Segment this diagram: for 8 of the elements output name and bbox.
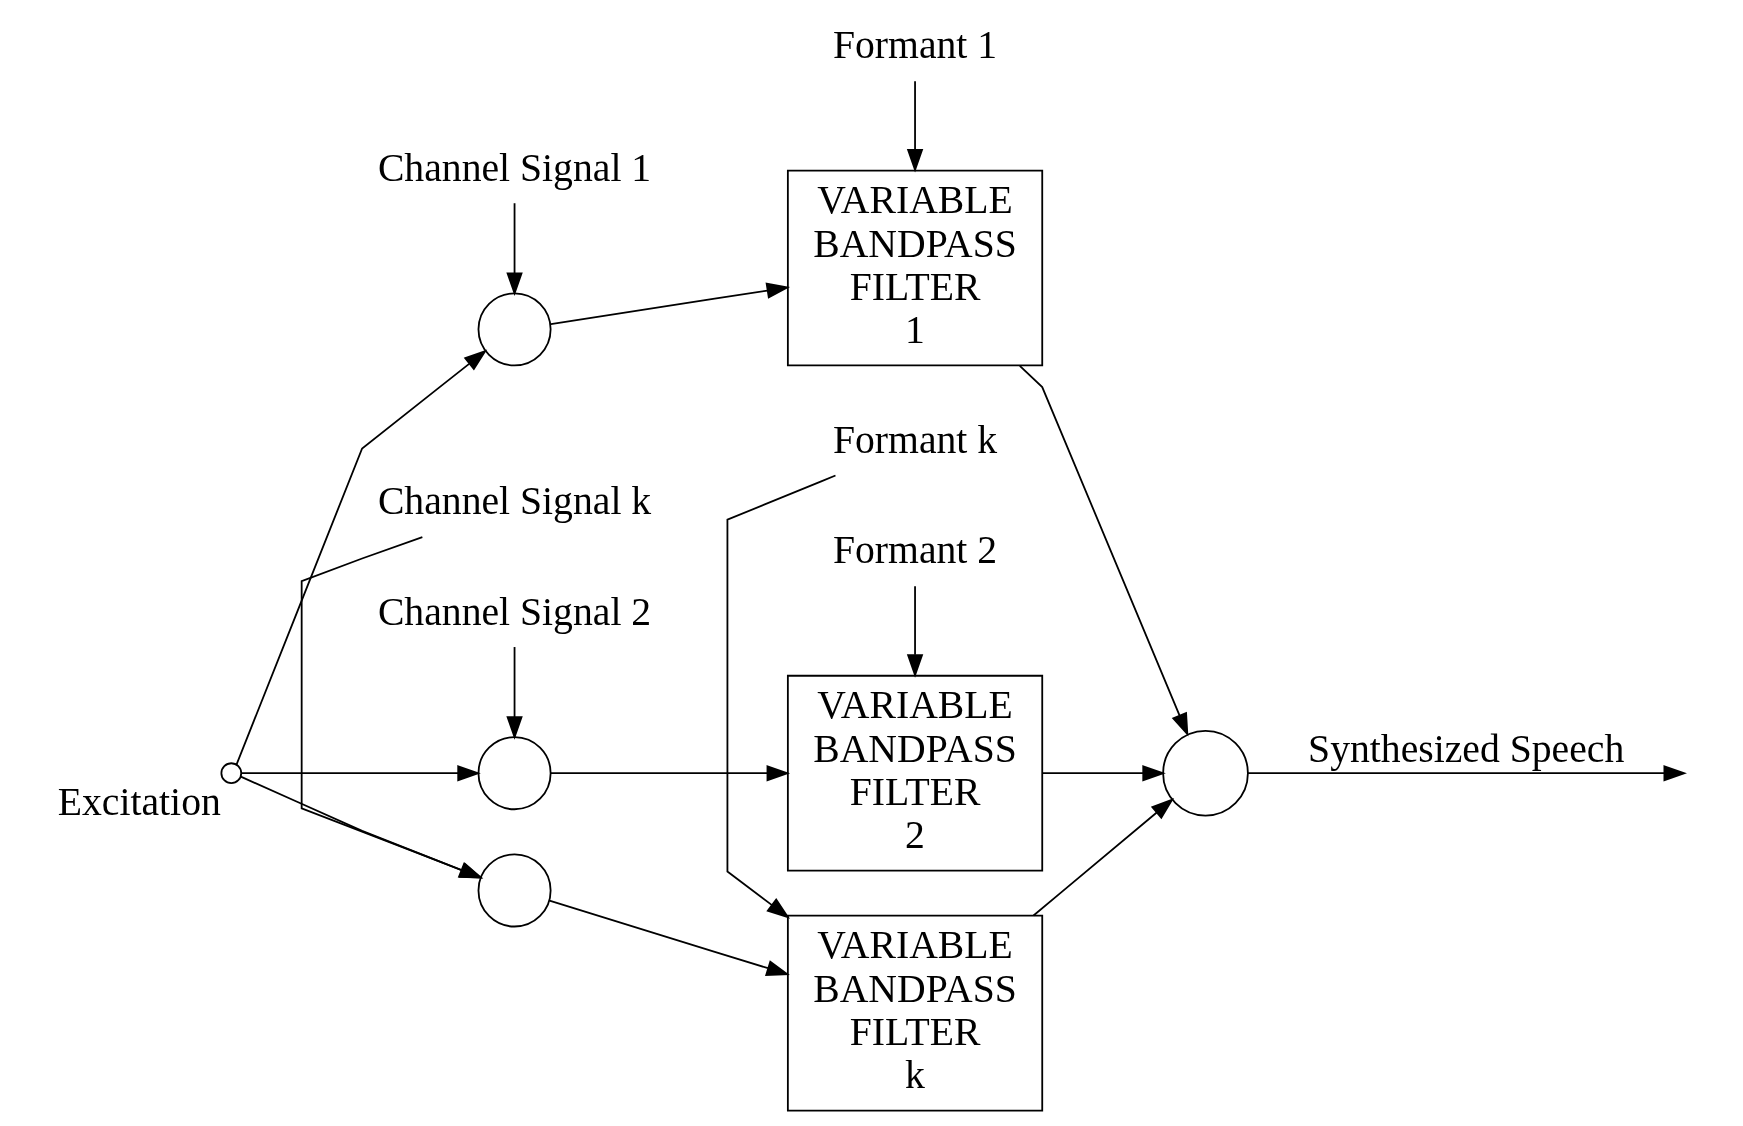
node-text: Channel Signal 1 <box>377 145 652 190</box>
node-label: Excitation <box>57 779 221 824</box>
node-text: Formant 1 <box>832 23 998 68</box>
node-text: Channel Signal 2 <box>377 589 652 634</box>
node-text: Formant k <box>832 418 998 463</box>
edge-label: Synthesized Speech <box>1308 726 1625 771</box>
node-text: Formant 2 <box>832 528 998 573</box>
node-text: Channel Signal k <box>377 479 652 524</box>
